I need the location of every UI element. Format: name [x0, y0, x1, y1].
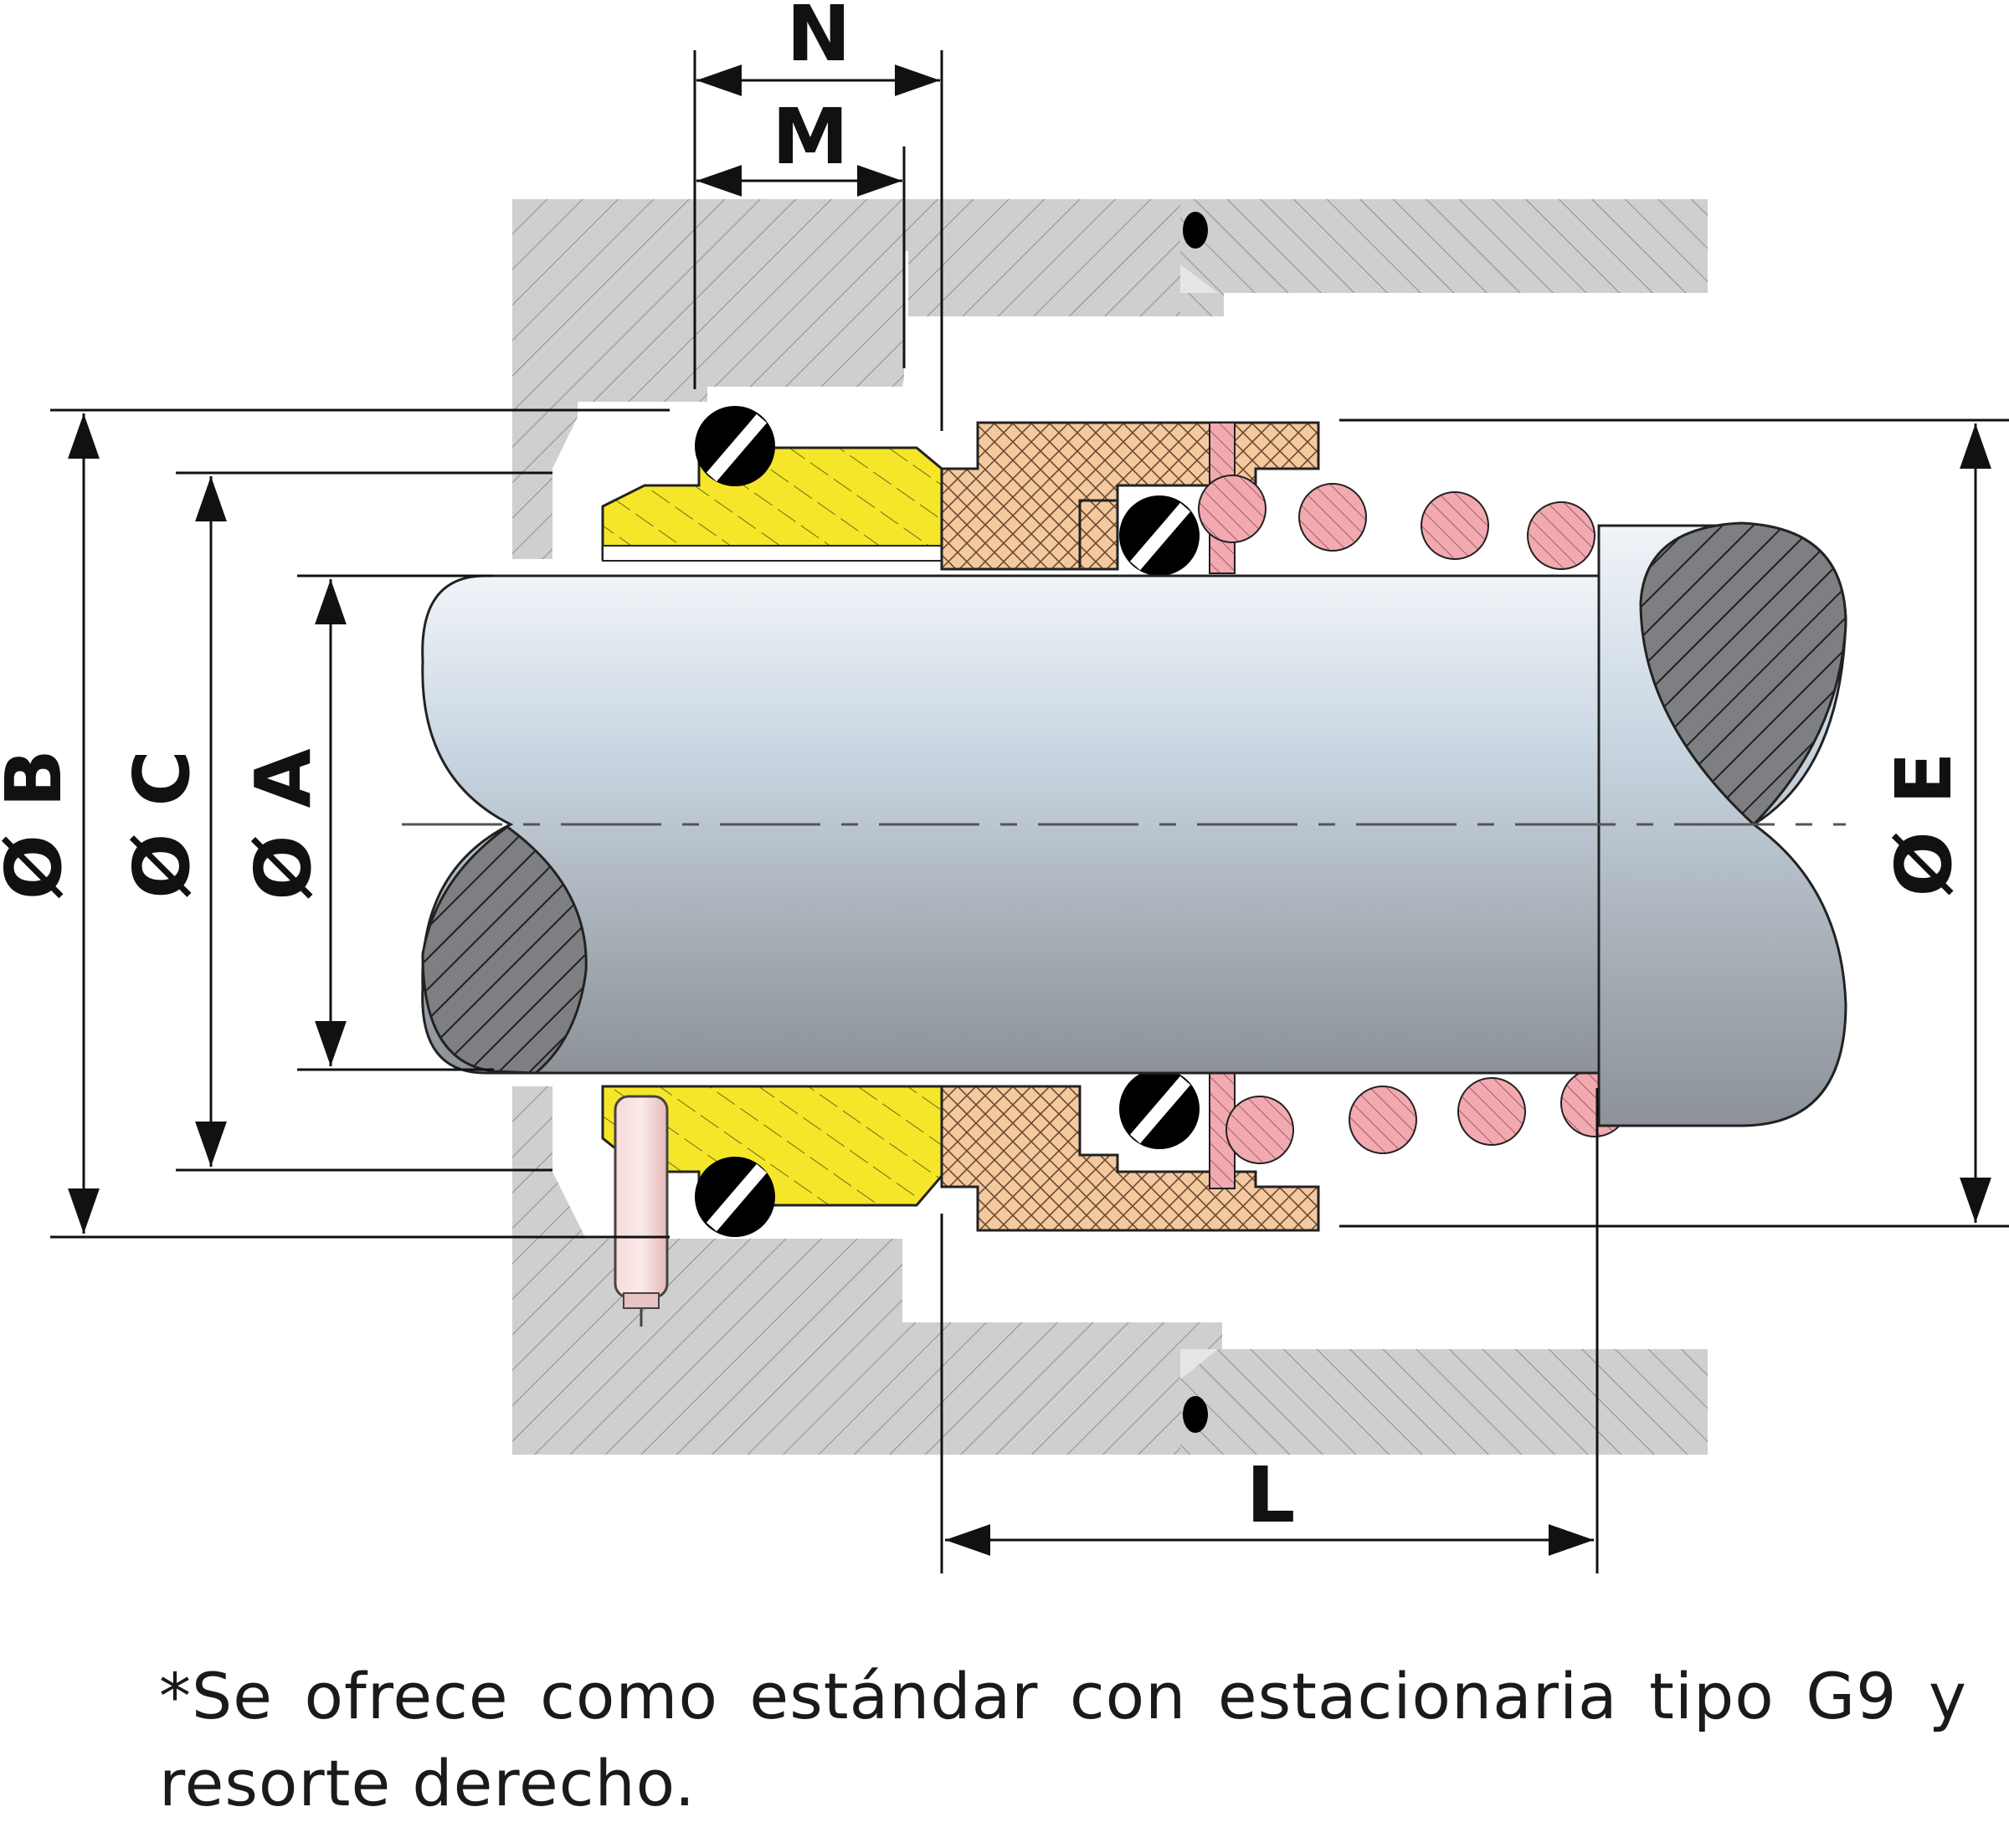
oring-stationary-bottom	[695, 1157, 775, 1237]
mechanical-seal-diagram: N M L Ø B Ø C Ø A Ø E	[0, 0, 2009, 1573]
oring-rotary-top	[1119, 495, 1200, 576]
rotary-head-bottom	[940, 1085, 1320, 1232]
dimension-lines	[50, 50, 2009, 1573]
oring-rotary-bottom	[1119, 1069, 1200, 1149]
label-dia-B: Ø B	[0, 749, 79, 900]
label-L: L	[1246, 1450, 1296, 1540]
gland-housing-bottom	[512, 1086, 1708, 1455]
label-M: M	[772, 92, 849, 182]
spring-coils-top	[1198, 475, 1595, 570]
label-dia-E: Ø E	[1879, 752, 1969, 896]
label-N: N	[787, 0, 851, 79]
shaft	[402, 521, 1847, 1127]
spring-disc-bottom	[1209, 1070, 1236, 1189]
oring-stationary-top	[695, 406, 775, 486]
stationary-ring-top	[601, 446, 943, 562]
label-dia-A: Ø A	[239, 748, 328, 900]
footnote-caption: *Se ofrece como estándar con estacionari…	[159, 1659, 1967, 1820]
spring-coils-bottom	[1225, 1069, 1629, 1164]
gasket-dot-bottom	[1183, 1396, 1208, 1433]
seal-chamber-top	[908, 199, 1708, 316]
anti-rotation-pin	[614, 1095, 669, 1327]
label-dia-C: Ø C	[117, 750, 207, 899]
gasket-dot-top	[1183, 212, 1208, 249]
